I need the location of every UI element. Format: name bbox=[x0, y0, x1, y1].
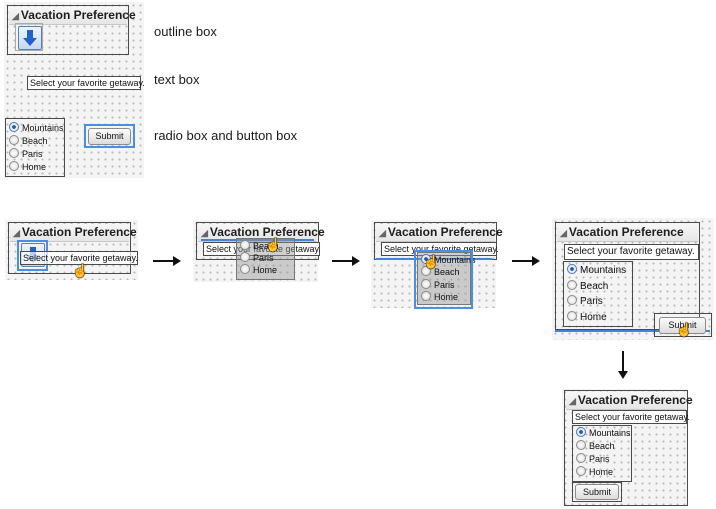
final-radio-box[interactable]: Mountains Beach Paris Home bbox=[572, 425, 632, 482]
insertion-line bbox=[201, 239, 314, 241]
radio-unselected-icon bbox=[9, 161, 19, 171]
selection-highlight bbox=[15, 23, 43, 51]
step-4-outline-box[interactable]: ◢Vacation Preference bbox=[555, 222, 700, 330]
dragged-submit-button: Submit bbox=[659, 317, 706, 334]
outline-header[interactable]: ◢Vacation Preference bbox=[9, 7, 136, 25]
disclosure-triangle-icon[interactable]: ◢ bbox=[12, 11, 19, 21]
radio-unselected-icon bbox=[9, 148, 19, 158]
insertion-line bbox=[555, 330, 710, 332]
radio-option-paris[interactable]: Paris bbox=[567, 295, 603, 308]
dragged-radio-box: Beach Paris Home bbox=[236, 238, 295, 280]
drop-target-frame bbox=[654, 313, 712, 337]
drag-selection bbox=[414, 250, 473, 309]
step-2-outline-box[interactable]: ◢Vacation Preference bbox=[196, 222, 325, 260]
radio-option-mountains[interactable]: Mountains bbox=[9, 122, 64, 134]
hand-cursor-icon: ☝ bbox=[423, 254, 440, 269]
step-3-outline-box[interactable]: ◢Vacation Preference bbox=[374, 222, 503, 260]
radio-option-beach: Beach bbox=[421, 266, 460, 278]
radio-option-home: Home bbox=[421, 291, 458, 303]
right-arrow-icon bbox=[512, 256, 540, 266]
outline-box-label: outline box bbox=[154, 24, 217, 39]
radio-option-paris: Paris bbox=[240, 252, 274, 264]
outline-title: Vacation Preference bbox=[20, 8, 136, 22]
radio-option-home[interactable]: Home bbox=[567, 311, 607, 324]
radio-option-paris[interactable]: Paris bbox=[576, 453, 610, 465]
text-box-component: Select your favorite getaway. bbox=[27, 76, 145, 90]
step-1-outline-box[interactable]: ◢Vacation Preference bbox=[8, 222, 137, 274]
radio-unselected-icon bbox=[9, 135, 19, 145]
dragged-text-box: Select your favorite getaway. bbox=[20, 251, 138, 265]
radio-option-home: Home bbox=[240, 264, 277, 276]
radio-option-beach[interactable]: Beach bbox=[9, 135, 48, 147]
insertion-line bbox=[376, 258, 492, 260]
outline-header[interactable]: ◢Vacation Preference bbox=[566, 392, 693, 410]
radio-option-home[interactable]: Home bbox=[576, 466, 613, 478]
outline-header[interactable]: ◢Vacation Preference bbox=[10, 224, 137, 242]
submit-button[interactable]: Submit bbox=[88, 128, 131, 145]
outline-header[interactable]: ◢Vacation Preference bbox=[557, 224, 698, 242]
radio-option-home[interactable]: Home bbox=[9, 161, 46, 173]
disclosure-triangle-icon[interactable]: ◢ bbox=[560, 228, 567, 238]
radio-selected-icon bbox=[9, 122, 19, 132]
hand-cursor-icon: ☝ bbox=[265, 237, 282, 252]
placed-text-box: Select your favorite getaway. bbox=[564, 244, 699, 260]
radio-button-box-label: radio box and button box bbox=[154, 128, 298, 143]
radio-option-paris[interactable]: Paris bbox=[9, 148, 43, 160]
radio-option-beach: Beach bbox=[240, 240, 279, 252]
submit-button[interactable]: Submit bbox=[575, 484, 619, 500]
radio-option-paris: Paris bbox=[421, 279, 455, 291]
radio-option-mountains: Mountains bbox=[421, 254, 476, 266]
hand-cursor-icon: ☝ bbox=[72, 263, 89, 278]
radio-option-mountains[interactable]: Mountains bbox=[567, 264, 626, 277]
right-arrow-icon bbox=[153, 256, 181, 266]
radio-option-beach[interactable]: Beach bbox=[576, 440, 615, 452]
final-outline-box[interactable]: ◢Vacation Preference bbox=[564, 390, 693, 506]
final-button-box bbox=[572, 482, 622, 502]
radio-option-beach[interactable]: Beach bbox=[567, 280, 608, 293]
dragged-radio-box: Mountains Beach Paris Home bbox=[417, 252, 476, 305]
hand-cursor-icon: ☝ bbox=[676, 322, 693, 337]
final-text-box: Select your favorite getaway. bbox=[572, 410, 690, 424]
radio-box-component[interactable]: Mountains Beach Paris Home bbox=[5, 118, 65, 177]
right-arrow-icon bbox=[332, 256, 360, 266]
outline-box-component[interactable]: ◢Vacation Preference bbox=[7, 5, 136, 55]
text-box-label: text box bbox=[154, 72, 200, 87]
radio-option-mountains[interactable]: Mountains bbox=[576, 427, 631, 439]
outline-header[interactable]: ◢Vacation Preference bbox=[376, 224, 503, 242]
down-arrow-icon[interactable] bbox=[18, 26, 42, 50]
disclosure-triangle-icon[interactable]: ◢ bbox=[201, 228, 208, 238]
disclosure-triangle-icon[interactable]: ◢ bbox=[569, 396, 576, 406]
placed-radio-box[interactable]: Mountains Beach Paris Home bbox=[563, 261, 633, 327]
disclosure-triangle-icon[interactable]: ◢ bbox=[13, 228, 20, 238]
down-arrow-icon bbox=[618, 351, 628, 379]
button-box-selection bbox=[84, 124, 135, 148]
placed-text-box: Select your favorite getaway. bbox=[203, 242, 321, 256]
outline-header[interactable]: ◢Vacation Preference bbox=[198, 224, 325, 242]
disclosure-triangle-icon[interactable]: ◢ bbox=[379, 228, 386, 238]
